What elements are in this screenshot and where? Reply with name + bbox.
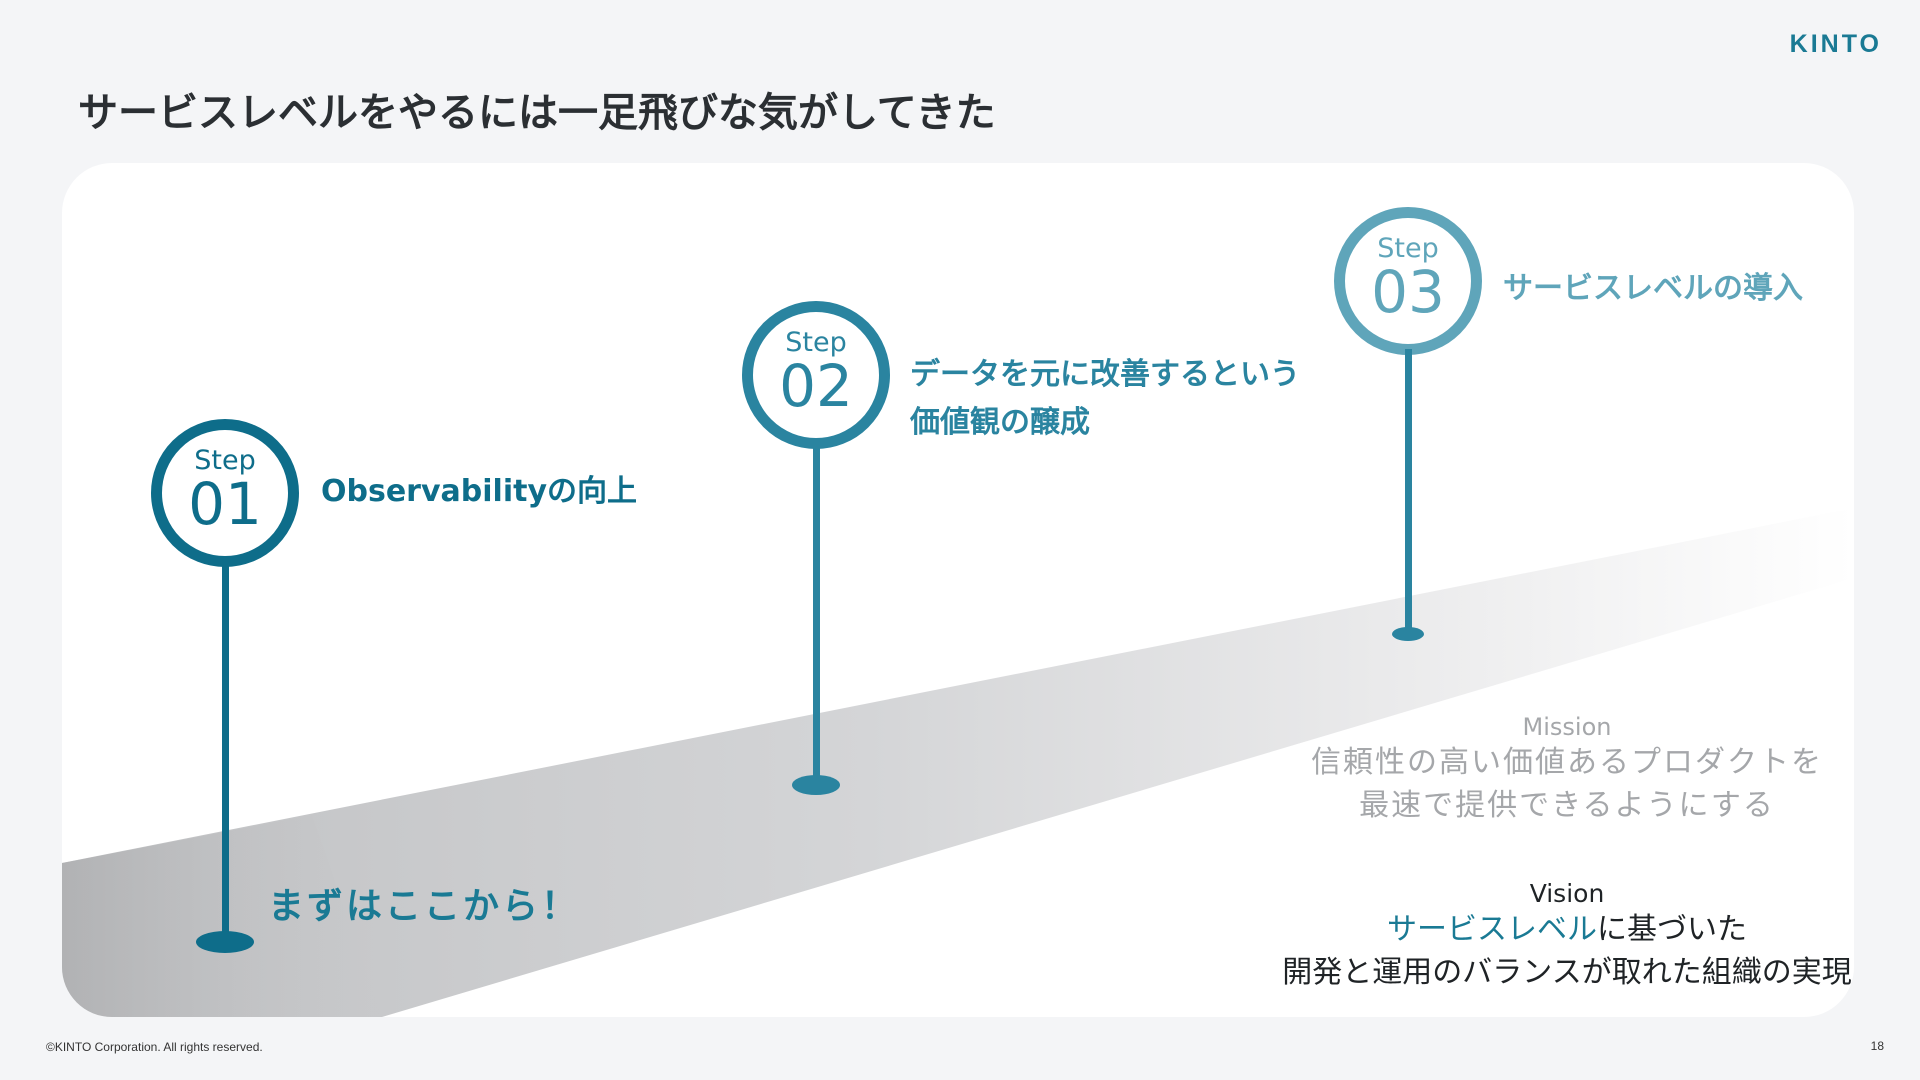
step-01-label: Observabilityの向上 [321,474,637,509]
vision-block: Vision サービスレベルに基づいた 開発と運用のバランスが取れた組織の実現 [1232,879,1854,994]
mission-line2: 最速で提供できるようにする [1359,788,1775,823]
step-01-number: 01 [188,470,262,538]
step-02-label-line2: 価値観の醸成 [910,405,1090,440]
step-02-circle: Step 02 [742,301,890,449]
lead-text: まずはここから！ [268,886,581,927]
mission-line1: 信頼性の高い価値あるプロダクトを [1311,745,1823,780]
step-02-word: Step [785,327,847,358]
mission-block: Mission 信頼性の高い価値あるプロダクトを 最速で提供できるようにする [1242,713,1854,827]
page-number: 18 [1870,1039,1884,1053]
content-panel: Step 01 Observabilityの向上 Step 02 データを元に改… [62,163,1854,1017]
copyright: ©KINTO Corporation. All rights reserved. [46,1040,263,1054]
slide-title: サービスレベルをやるには一足飛びな気がしてきた [78,90,996,136]
mission-heading: Mission [1522,713,1612,741]
step-01-base [196,931,254,953]
step-03-circle: Step 03 [1334,207,1482,355]
step-03-base [1392,627,1424,641]
step-03-word: Step [1377,233,1439,264]
vision-line1: サービスレベルに基づいた [1232,908,1854,951]
step-01-circle: Step 01 [151,419,299,567]
step-03-label: サービスレベルの導入 [1503,271,1803,306]
step-01-pole [222,561,229,941]
vision-accent: サービスレベル [1387,912,1597,947]
step-01-word: Step [194,445,256,476]
step-02-pole [813,443,820,784]
step-02-label-line1: データを元に改善するという [910,357,1300,392]
vision-line2: 開発と運用のバランスが取れた組織の実現 [1282,955,1852,990]
step-03-number: 03 [1371,258,1445,326]
step-03-pole [1405,349,1412,634]
kinto-logo: KINTO [1789,30,1882,58]
step-02-number: 02 [779,352,853,420]
step-02-label: データを元に改善するという 価値観の醸成 [910,351,1300,447]
step-02-base [792,775,840,795]
vision-line1-rest: に基づいた [1597,912,1747,947]
vision-heading: Vision [1529,879,1605,908]
